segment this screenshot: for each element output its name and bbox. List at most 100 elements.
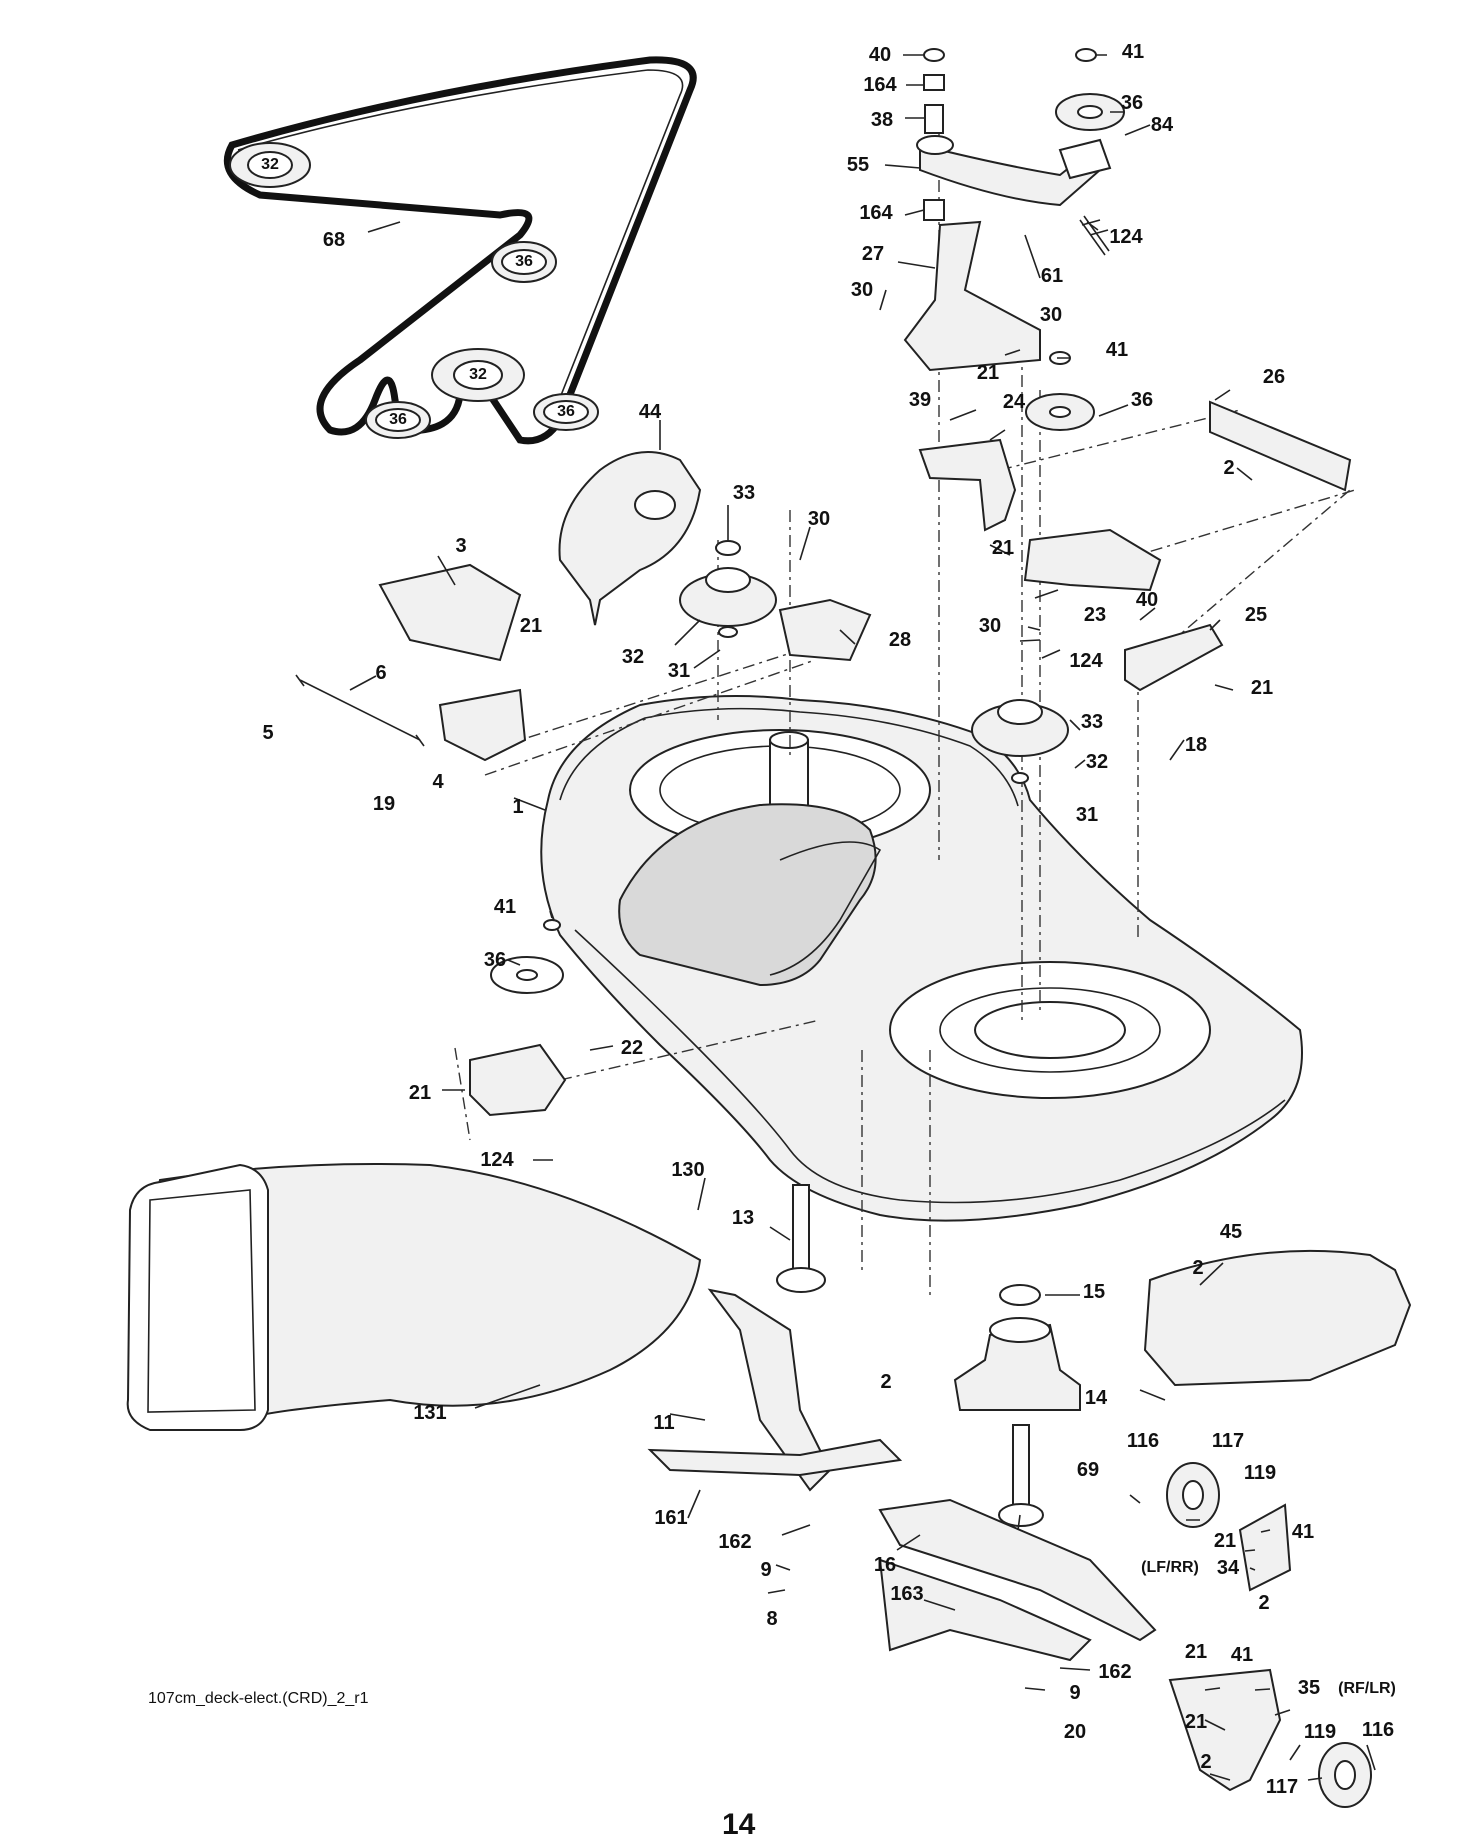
pulley-36-second [1025,393,1095,431]
belt-label-36-left: 36 [389,411,407,428]
callout: 14 [1084,1387,1108,1409]
spring-61 [1079,215,1110,256]
pulley-32-right [971,699,1069,757]
callout: 9 [1069,1682,1081,1704]
callout: 119 [1303,1721,1337,1743]
callout: 36 [483,949,507,971]
belt-cover-44 [558,451,702,626]
rod-6 [299,679,421,741]
belt-cover-45 [1143,1249,1412,1387]
callout: 2 [1200,1751,1212,1773]
callout: 32 [1085,751,1109,773]
washer-31-right [1011,772,1029,784]
spindle-housing-14 [953,1317,1081,1411]
callout: 30 [807,508,831,530]
callout: 19 [372,793,396,815]
bracket-25 [1124,623,1224,692]
bracket-22 [469,1043,567,1117]
callout: 30 [978,615,1002,637]
callout: 4 [432,771,444,793]
callout: 119 [1243,1462,1277,1484]
belt-pulley-36-right [533,393,599,431]
bracket-24 [918,438,1017,532]
callout: 23 [1083,604,1107,626]
leader-lines [349,54,1376,1781]
callout: 21 [1184,1641,1208,1663]
callout: 36 [1130,389,1154,411]
callout: 22 [620,1037,644,1059]
callout: 28 [888,629,912,651]
callout: 30 [1039,304,1063,326]
belt-label-36-mid: 36 [515,253,533,270]
callout: 38 [870,109,894,131]
callout: 44 [638,401,662,423]
blade-16 [878,1498,1157,1642]
callout: 21 [991,537,1015,559]
callout: 162 [718,1531,752,1553]
callout: 45 [1219,1221,1243,1243]
belt-routing-inset [224,56,697,445]
bracket-27 [903,220,1041,372]
callout: 15 [1082,1281,1106,1303]
callout: 84 [1150,114,1174,136]
belt-pulley-32-mid [431,348,525,402]
callout: 21 [519,615,543,637]
callout: 32 [621,646,645,668]
callout: 27 [861,243,885,265]
callout: 21 [1250,677,1274,699]
callout: 13 [731,1207,755,1229]
callout: 117 [1265,1776,1299,1798]
belt-label-32-mid: 32 [469,366,487,383]
callout: 2 [1258,1592,1270,1614]
rod-26 [1209,400,1352,492]
callout: 116 [1126,1430,1160,1452]
callout: 21 [1213,1530,1237,1552]
callout: 5 [262,722,274,744]
callout: 40 [1135,589,1159,611]
callout: 164 [859,202,893,224]
callout: 41 [1291,1521,1315,1543]
callout: 41 [493,896,517,918]
nut-40-upper [923,48,945,62]
callout: 2 [880,1371,892,1393]
callout: 124 [1069,650,1103,672]
belt-pulley-36-left [365,401,431,439]
bushing-164-upper [923,74,945,91]
callout: 3 [455,535,467,557]
callout: 31 [1075,804,1099,826]
callout: 20 [1063,1721,1087,1743]
callout: 35 [1297,1677,1321,1699]
blade-163 [878,1558,1092,1662]
callout: 116 [1361,1719,1395,1741]
callout: 41 [1230,1644,1254,1666]
callout: 11 [653,1412,675,1434]
callout: 25 [1244,604,1268,626]
callout: 24 [1002,391,1026,413]
callout: 161 [654,1507,688,1529]
diagram-caption: 107cm_deck-elect.(CRD)_2_r1 [148,1690,369,1707]
drive-belt-68 [224,56,697,445]
spindle-69 [998,1424,1044,1527]
callout: 1 [512,796,524,818]
callout: 130 [671,1159,705,1181]
callout-rf-lr: (RF/LR) [1338,1680,1396,1697]
callout: 30 [850,279,874,301]
callout: 124 [480,1149,514,1171]
belt-pulley-36-mid [491,241,557,283]
nut-41-upper [1075,48,1097,62]
callout: 26 [1262,366,1286,388]
callout: 163 [890,1583,924,1605]
callout: 31 [667,660,691,682]
callout: 9 [760,1559,772,1581]
bushing-164-lower [923,199,945,221]
plate-23 [1023,528,1162,592]
callout: 55 [846,154,870,176]
callout: 39 [908,389,932,411]
callout: 33 [732,482,756,504]
callout: 16 [873,1554,897,1576]
callout: 21 [976,362,1000,384]
callout: 18 [1184,734,1208,756]
callout: 33 [1080,711,1104,733]
